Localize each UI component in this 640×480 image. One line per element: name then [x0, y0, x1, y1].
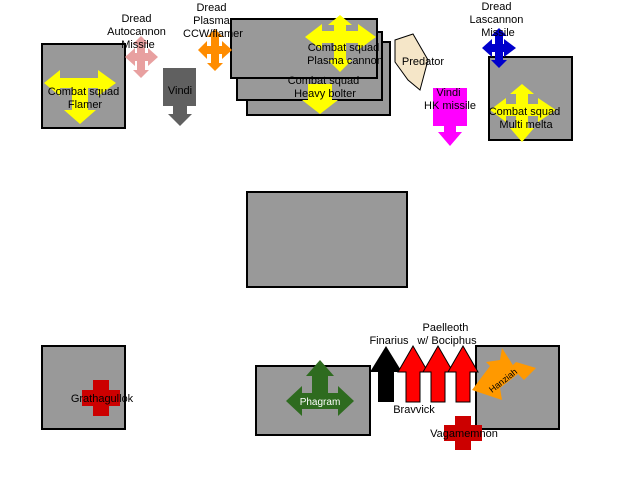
bravvick-label: Bravvick — [393, 404, 435, 416]
dread-lascannon-marker — [482, 28, 516, 68]
finarius-marker — [370, 346, 402, 402]
finarius-label: Finarius — [369, 335, 409, 347]
combat-squad-flamer-marker — [44, 70, 116, 124]
terrain-top-right — [488, 56, 573, 141]
combat-squad-heavy-label: Combat squad Heavy bolter — [288, 75, 363, 100]
dread-lascannon-label: Dread Lascannon Missile — [470, 1, 527, 39]
terrain-top-stack-front — [230, 18, 378, 79]
predator-label: Predator — [402, 56, 445, 68]
combat-squad-plasma-marker — [305, 15, 376, 72]
combat-squad-melta-marker — [490, 84, 556, 142]
vagamemnon-label: Vagamemnon — [430, 428, 498, 440]
combat-squad-plasma-label: Combat squad Plasma cannon — [307, 42, 383, 67]
vagamemnon-marker — [444, 416, 482, 450]
combat-squad-melta-label: Combat squad Multi melta — [489, 106, 564, 131]
grathagullok-marker — [82, 380, 120, 416]
paelleoth-label: Paelleoth w/ Bociphus — [416, 322, 477, 347]
vindi-marker — [163, 68, 196, 126]
dread-plasma-label: Dread Plasma CCW/flamer — [183, 2, 243, 40]
dread-autocannon-label: Dread Autocannon Missile — [107, 13, 169, 51]
dread-autocannon-marker — [125, 36, 158, 78]
paelleoth-marker — [397, 344, 479, 403]
vindi-hk-label: Vindi HK missile — [424, 87, 476, 112]
terrain-center — [246, 191, 408, 288]
combat-squad-flamer-label: Combat squad Flamer — [48, 86, 123, 111]
vindi-label: Vindi — [168, 85, 192, 97]
phagram-label: Phagram — [300, 397, 341, 408]
phagram-marker — [286, 360, 354, 416]
combat-squad-heavy-marker — [302, 84, 338, 114]
hanziah-marker — [472, 348, 536, 400]
vindi-hk-marker — [433, 88, 467, 146]
dread-plasma-marker — [198, 29, 232, 71]
predator-marker — [394, 33, 429, 91]
grathagullok-label: Grathagullok — [71, 393, 134, 405]
terrain-bottom-left — [41, 345, 126, 430]
